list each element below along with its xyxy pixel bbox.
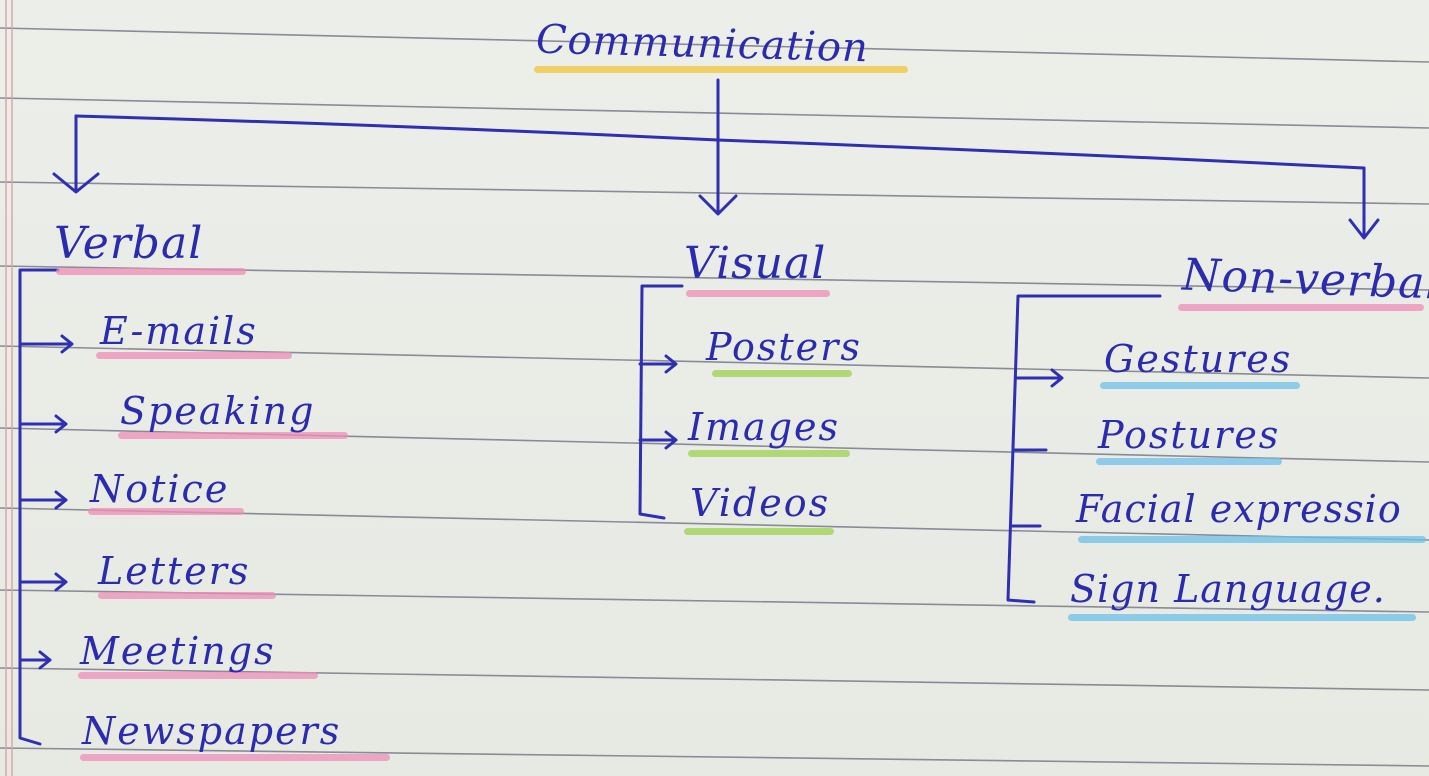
verbal-item: Notice (90, 467, 230, 511)
verbal-highlight (56, 268, 246, 275)
visual-item: Images (688, 405, 841, 449)
item-highlight (118, 432, 348, 439)
nonverbal-item: Postures (1098, 413, 1281, 457)
branch-verbal-heading: Verbal (54, 218, 204, 269)
branch-visual-heading: Visual (684, 238, 827, 289)
item-highlight (1078, 536, 1426, 543)
item-highlight (1096, 458, 1282, 465)
nonverbal-item: Facial expressio (1076, 487, 1402, 531)
nonverbal-highlight (1178, 304, 1424, 311)
visual-item: Videos (690, 481, 831, 525)
nonverbal-item: Gestures (1104, 337, 1293, 381)
item-highlight (1068, 614, 1416, 621)
root-node: Communication (535, 16, 870, 72)
item-highlight (688, 450, 850, 457)
visual-highlight (686, 290, 830, 297)
verbal-item: Speaking (120, 389, 316, 433)
verbal-item: Meetings (80, 629, 276, 673)
item-highlight (80, 754, 390, 761)
item-highlight (98, 592, 276, 599)
root-highlight (534, 66, 908, 73)
item-highlight (1100, 382, 1300, 389)
visual-item: Posters (706, 325, 862, 369)
item-highlight (712, 370, 852, 377)
nonverbal-item: Sign Language. (1070, 567, 1386, 611)
item-highlight (78, 672, 318, 679)
tree-connectors (18, 78, 1380, 746)
verbal-item: E-mails (100, 309, 258, 353)
item-highlight (96, 352, 292, 359)
verbal-item: Newspapers (82, 709, 342, 753)
branch-nonverbal-heading: Non-verbal (1181, 249, 1429, 310)
item-highlight (88, 508, 244, 515)
item-highlight (684, 528, 834, 535)
verbal-item: Letters (98, 549, 251, 593)
